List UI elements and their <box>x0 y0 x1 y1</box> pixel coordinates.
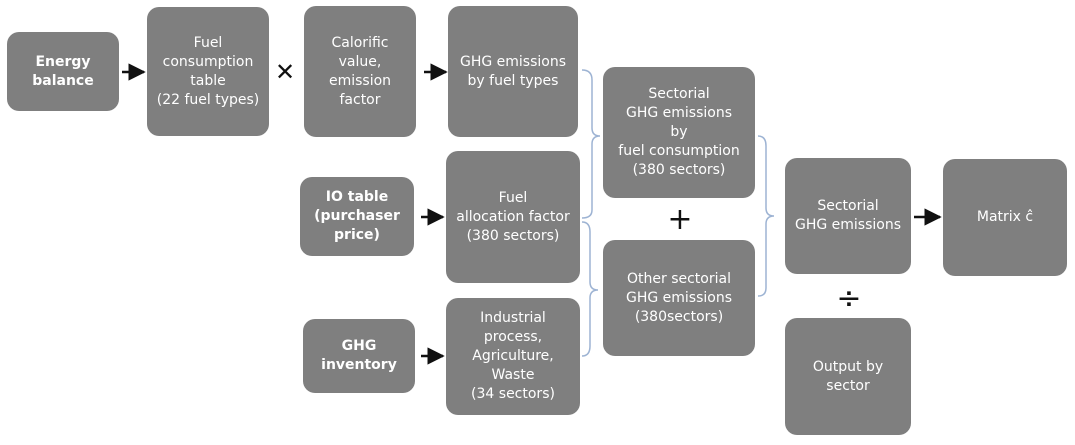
bracket-left-bottom <box>581 221 599 357</box>
ghg-by-fuel-types-box: GHG emissions by fuel types <box>448 6 578 137</box>
ghg-inventory-box: GHG inventory <box>303 319 415 393</box>
other-sectorial-ghg-box: Other sectorial GHG emissions (380sector… <box>603 240 755 356</box>
plus-operator: + <box>667 202 693 237</box>
fuel-consumption-table-box: Fuel consumption table (22 fuel types) <box>147 7 269 136</box>
fuel-allocation-factor-box: Fuel allocation factor (380 sectors) <box>446 151 580 283</box>
bracket-right <box>757 135 775 297</box>
divide-operator: ÷ <box>836 281 862 316</box>
io-table-box: IO table (purchaser price) <box>300 177 414 256</box>
sectorial-ghg-by-fuel-box: Sectorial GHG emissions by fuel consumpt… <box>603 67 755 198</box>
sectorial-ghg-emissions-box: Sectorial GHG emissions <box>785 158 911 274</box>
bracket-left-top <box>581 69 601 219</box>
multiply-operator: ✕ <box>274 58 296 86</box>
energy-balance-box: Energy balance <box>7 32 119 111</box>
matrix-c-box: Matrix ĉ <box>943 159 1067 276</box>
output-by-sector-box: Output by sector <box>785 318 911 435</box>
calorific-value-box: Calorific value, emission factor <box>304 6 416 137</box>
industrial-process-box: Industrial process, Agriculture, Waste (… <box>446 298 580 415</box>
